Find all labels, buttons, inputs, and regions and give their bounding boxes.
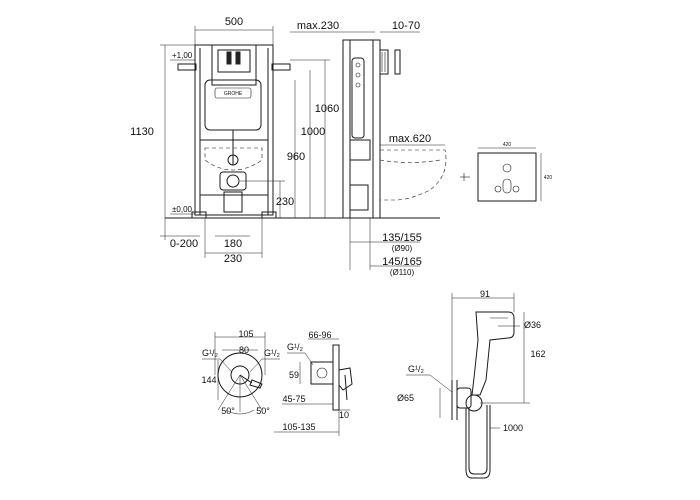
toilet-side-hidden: [380, 149, 447, 201]
valve-dim-80: 80: [239, 345, 249, 355]
shower-dim-91: 91: [480, 289, 490, 299]
valve-side-59: 59: [289, 370, 299, 380]
installation-frame-front-view: GROHE 500 1130 +1,00 ±0,00: [130, 16, 440, 265]
installation-frame-side-view: max.230 10-70 max.620 135/155 (Ø90) 145/…: [290, 20, 447, 277]
shower-dim-162: 162: [530, 349, 545, 359]
level-zero: ±0,00: [172, 205, 193, 214]
dim-max-230: max.230: [297, 20, 339, 32]
valve-front-view: 105 80 G¹/₂ G¹/₂ 144 50° 50°: [201, 329, 280, 416]
shower-handset: [471, 311, 515, 396]
mat-width-420: 420: [503, 142, 512, 148]
actuator-opening: [211, 44, 257, 86]
hand-shower-set: 91 Ø36 162 G¹/₂ Ø65 1000: [397, 289, 546, 479]
shower-dim-d36: Ø36: [524, 320, 541, 330]
valve-angle-right: 50°: [256, 406, 270, 416]
dim-145-165: 145/165: [382, 256, 422, 268]
dim-0-200: 0-200: [170, 238, 198, 250]
sound-insulation-mat: 420 420: [460, 142, 553, 202]
valve-wall: [332, 344, 340, 411]
shower-g: G¹/₂: [408, 364, 424, 374]
valve-body: [310, 361, 334, 385]
dim-d90: (Ø90): [392, 244, 413, 253]
dim-1060: 1060: [315, 103, 339, 115]
brand-label: GROHE: [224, 91, 243, 97]
valve-side-g: G¹/₂: [287, 342, 303, 352]
valve-g-left: G¹/₂: [202, 348, 218, 358]
toilet-outline-hidden: [204, 147, 263, 171]
shower-hose-1000: 1000: [503, 423, 523, 433]
dim-d110: (Ø110): [390, 268, 415, 277]
dim-1000: 1000: [301, 126, 325, 138]
mat-height-420: 420: [544, 175, 553, 181]
dim-135-155: 135/155: [382, 232, 422, 244]
valve-angle-left: 50°: [221, 406, 235, 416]
valve-g-right: G¹/₂: [264, 348, 280, 358]
shower-hose: [465, 405, 491, 479]
valve-side-view: 66-96 G¹/₂ 59 45-75 10 105-135: [274, 330, 353, 436]
dim-width-500: 500: [225, 16, 243, 28]
valve-side-45-75: 45-75: [282, 394, 305, 404]
valve-side-105-135: 105-135: [282, 422, 315, 432]
dim-height-1130: 1130: [130, 126, 154, 138]
valve-side-10: 10: [339, 410, 349, 420]
dim-230-vertical: 230: [276, 196, 294, 208]
shower-holder: [456, 387, 472, 409]
cistern: [204, 79, 262, 131]
dim-10-70: 10-70: [392, 20, 420, 32]
level-plus-1: +1,00: [172, 51, 193, 60]
mat-outline: [477, 152, 537, 202]
brand-plate: [214, 87, 252, 99]
shower-dim-d65: Ø65: [397, 393, 414, 403]
valve-side-66-96: 66-96: [308, 330, 331, 340]
dim-max-620: max.620: [389, 133, 431, 145]
dim-180: 180: [224, 238, 242, 250]
dim-960: 960: [287, 151, 305, 163]
valve-dim-105: 105: [238, 329, 253, 339]
valve-dim-144: 144: [201, 375, 216, 385]
dim-230-horizontal: 230: [224, 253, 242, 265]
